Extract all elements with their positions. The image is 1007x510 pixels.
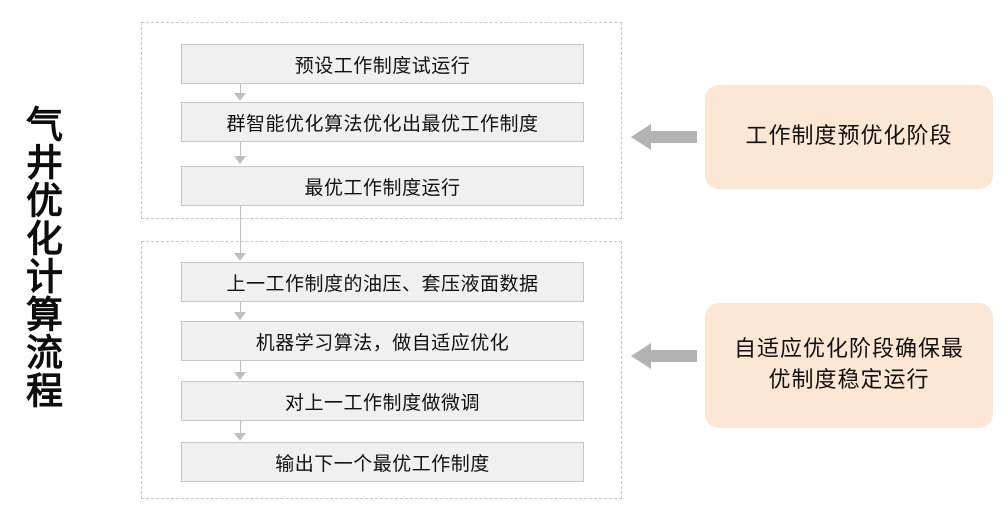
stage-panel-pre-optimization[interactable]: 工作制度预优化阶段 bbox=[705, 85, 993, 189]
process-step-box[interactable]: 对上一工作制度做微调 bbox=[181, 381, 584, 421]
group-pre-optimization-stage: 预设工作制度试运行 群智能优化算法优化出最优工作制度 最优工作制度运行 bbox=[141, 22, 622, 219]
stage-panel-adaptive-optimization[interactable]: 自适应优化阶段确保最优制度稳定运行 bbox=[705, 303, 993, 428]
page-title-vertical: 气井优化计算流程 bbox=[19, 105, 63, 409]
process-step-box[interactable]: 预设工作制度试运行 bbox=[181, 44, 584, 84]
process-step-box[interactable]: 机器学习算法，做自适应优化 bbox=[181, 321, 584, 361]
arrow-left-icon bbox=[631, 343, 697, 369]
process-step-box[interactable]: 上一工作制度的油压、套压液面数据 bbox=[181, 262, 584, 302]
process-step-box[interactable]: 输出下一个最优工作制度 bbox=[181, 442, 584, 482]
process-step-box[interactable]: 群智能优化算法优化出最优工作制度 bbox=[181, 102, 584, 142]
group-adaptive-optimization-stage: 上一工作制度的油压、套压液面数据 机器学习算法，做自适应优化 对上一工作制度做微… bbox=[141, 241, 622, 499]
arrow-left-icon bbox=[631, 124, 697, 150]
process-step-box[interactable]: 最优工作制度运行 bbox=[181, 166, 584, 206]
